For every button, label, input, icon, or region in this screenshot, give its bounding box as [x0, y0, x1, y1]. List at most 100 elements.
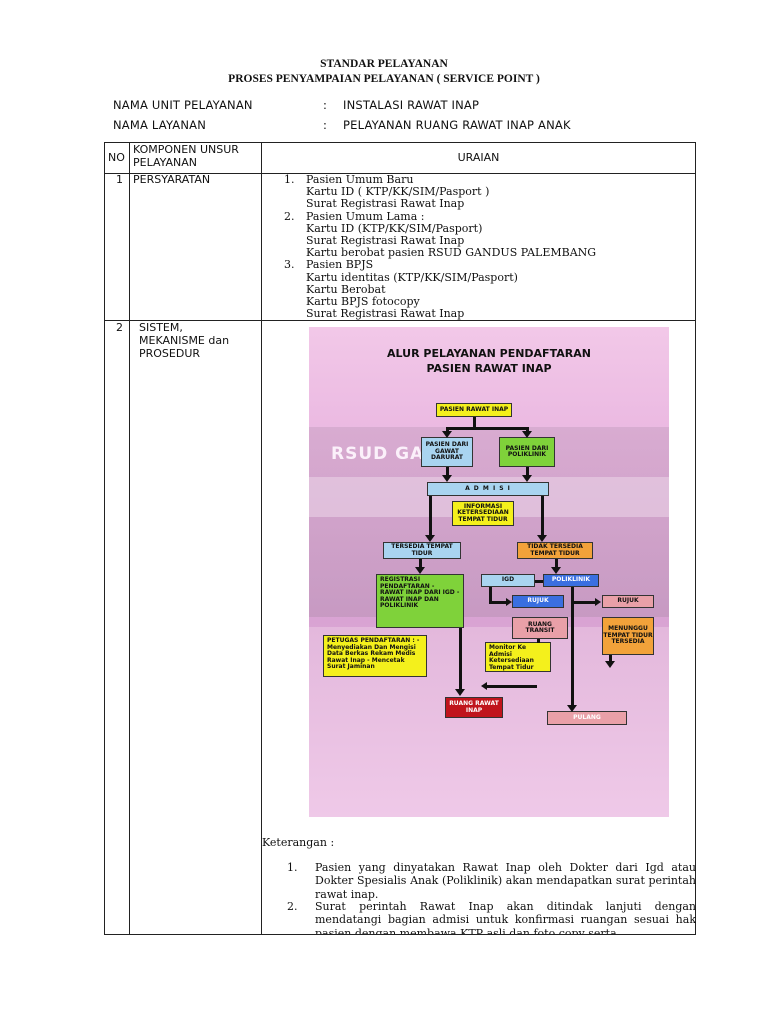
- row2-komponen-3: PROSEDUR: [139, 347, 201, 360]
- arrow: [537, 639, 540, 643]
- item-line: Kartu Berobat: [306, 282, 386, 296]
- list-item: 2. Pasien Umum Lama :: [284, 209, 684, 223]
- box-pulang: PULANG: [547, 711, 627, 725]
- flowchart-title: ALUR PELAYANAN PENDAFTARAN: [387, 347, 591, 360]
- box-rujuk-2: RUJUK: [602, 595, 654, 608]
- row1-no: 1: [116, 173, 123, 186]
- item-heading: Pasien Umum Lama :: [306, 209, 425, 223]
- box-ruang-rawat-inap: RUANG RAWAT INAP: [445, 697, 503, 718]
- document-title: STANDAR PELAYANAN: [320, 58, 448, 70]
- arrow: [459, 628, 462, 690]
- arrow-head: [455, 689, 465, 696]
- arrow: [571, 587, 574, 707]
- arrow-head: [442, 475, 452, 482]
- arrow: [487, 685, 537, 688]
- item-number: 1.: [284, 173, 295, 186]
- unit-sep: :: [323, 98, 328, 112]
- arrow: [446, 427, 528, 430]
- item-heading: Pasien BPJS: [306, 258, 374, 272]
- layanan-sep: :: [323, 118, 328, 132]
- table-border-right: [695, 142, 696, 935]
- item-line: Kartu ID (KTP/KK/SIM/Pasport): [306, 221, 483, 235]
- arrow: [535, 580, 543, 583]
- flowchart-subtitle: PASIEN RAWAT INAP: [426, 362, 552, 375]
- row2-no: 2: [116, 321, 123, 334]
- table-col-divider-1: [129, 142, 130, 935]
- row2-komponen-1: SISTEM,: [139, 321, 183, 334]
- item-heading: Pasien Umum Baru: [306, 173, 414, 186]
- arrow: [419, 559, 422, 568]
- item-line: Kartu BPJS fotocopy: [306, 295, 420, 309]
- item-line: Kartu identitas (KTP/KK/SIM/Pasport): [306, 270, 518, 284]
- arrow-head: [551, 567, 561, 574]
- row2-komponen-2: MEKANISME dan: [139, 334, 230, 347]
- arrow: [555, 559, 558, 568]
- box-monitor: Monitor Ke Admisi Ketersediaan Tempat Ti…: [485, 642, 551, 672]
- arrow: [541, 496, 544, 536]
- header-komponen: KOMPONEN UNSUR PELAYANAN: [133, 143, 239, 169]
- arrow-head: [595, 598, 601, 606]
- arrow-head: [415, 567, 425, 574]
- box-informasi: INFORMASI KETERSEDIAAN TEMPAT TIDUR: [452, 501, 514, 526]
- item-line: Surat Registrasi Rawat Inap: [306, 197, 465, 211]
- box-tidak-tersedia: TIDAK TERSEDIA TEMPAT TIDUR: [517, 542, 593, 559]
- arrow: [526, 467, 529, 476]
- box-ruang-transit: RUANG TRANSIT: [512, 617, 568, 639]
- item-number: 2.: [284, 209, 295, 223]
- item-line: Kartu berobat pasien RSUD GANDUS PALEMBA…: [306, 246, 597, 260]
- arrow: [526, 427, 529, 433]
- box-pasien-rawat-inap: PASIEN RAWAT INAP: [436, 403, 512, 417]
- table-border-bottom: [104, 934, 696, 935]
- table-col-divider-2: [261, 142, 262, 935]
- document-subtitle: PROSES PENYAMPAIAN PELAYANAN ( SERVICE P…: [228, 73, 540, 85]
- arrow-head: [442, 431, 452, 438]
- layanan-label: NAMA LAYANAN: [113, 118, 207, 132]
- arrow: [489, 601, 507, 604]
- box-petugas: PETUGAS PENDAFTARAN : - Menyediakan Dan …: [323, 635, 427, 677]
- arrow-head: [506, 598, 512, 606]
- arrow: [429, 496, 432, 536]
- keterangan-number: 2.: [287, 900, 298, 913]
- arrow: [446, 467, 449, 476]
- item-line: Surat Registrasi Rawat Inap: [306, 307, 465, 321]
- arrow: [446, 427, 449, 433]
- arrow-head: [522, 475, 532, 482]
- arrow: [489, 587, 492, 603]
- keterangan-number: 1.: [287, 861, 298, 874]
- table-header-divider: [104, 173, 696, 174]
- arrow: [571, 601, 596, 604]
- layanan-value: PELAYANAN RUANG RAWAT INAP ANAK: [343, 118, 571, 132]
- list-item: 3. Pasien BPJS: [284, 259, 684, 271]
- arrow-head: [567, 705, 577, 712]
- arrow-head: [605, 661, 615, 668]
- arrow-head: [522, 431, 532, 438]
- box-igd: IGD: [481, 574, 535, 587]
- flowchart-image: RSUD GANDU ALUR PELAYANAN PENDAFTARAN PA…: [309, 327, 669, 817]
- box-menunggu: MENUNGGU TEMPAT TIDUR TERSEDIA: [602, 617, 654, 655]
- arrow: [609, 655, 612, 663]
- box-rujuk-1: RUJUK: [512, 595, 564, 608]
- keterangan-label: Keterangan :: [262, 836, 335, 849]
- item-line: Kartu ID ( KTP/KK/SIM/Pasport ): [306, 185, 490, 199]
- box-dari-gawat: PASIEN DARI GAWAT DARURAT: [421, 437, 473, 467]
- unit-value: INSTALASI RAWAT INAP: [343, 98, 480, 112]
- persyaratan-list: 1. Pasien Umum Baru Kartu ID ( KTP/KK/SIM…: [284, 173, 684, 321]
- header-uraian: URAIAN: [457, 151, 500, 164]
- box-poliklinik: POLIKLINIK: [543, 574, 599, 587]
- table-border-top: [104, 142, 696, 143]
- header-no: NO: [108, 151, 125, 164]
- arrow-head: [537, 535, 547, 542]
- box-admisi: A D M I S I: [427, 482, 549, 496]
- table-row-divider: [104, 320, 696, 321]
- box-tersedia: TERSEDIA TEMPAT TIDUR: [383, 542, 461, 559]
- arrow-head: [425, 535, 435, 542]
- list-item: 1. Pasien Umum Baru: [284, 173, 684, 186]
- arrow-head: [481, 682, 487, 690]
- item-number: 3.: [284, 258, 295, 272]
- arrow: [473, 417, 476, 429]
- item-line: Surat Registrasi Rawat Inap: [306, 234, 465, 248]
- unit-label: NAMA UNIT PELAYANAN: [113, 98, 253, 112]
- keterangan-item: Surat perintah Rawat Inap akan ditindak …: [315, 900, 696, 934]
- keterangan-item: Pasien yang dinyatakan Rawat Inap oleh D…: [315, 861, 696, 901]
- box-dari-poli: PASIEN DARI POLIKLINIK: [499, 437, 555, 467]
